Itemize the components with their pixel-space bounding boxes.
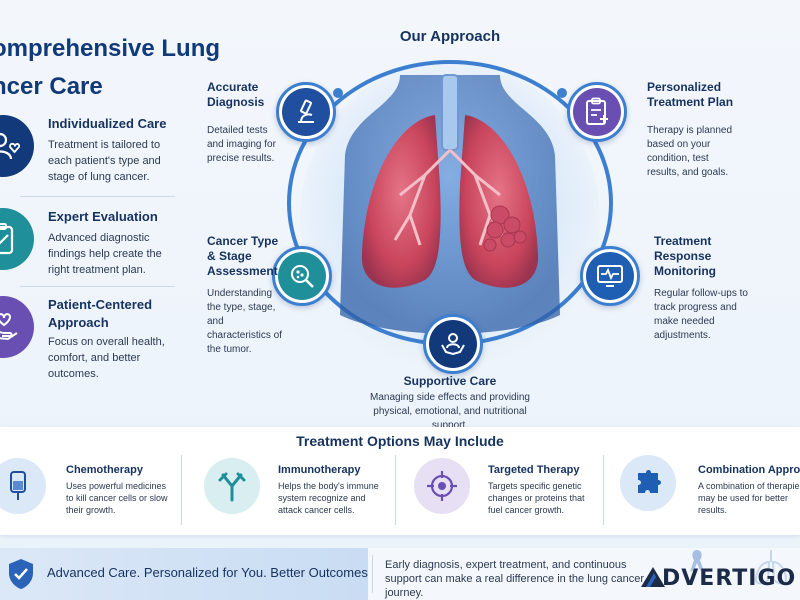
clipboard-plus-icon	[573, 88, 621, 136]
supportive-care-block: Supportive Care Managing side effects an…	[370, 374, 530, 431]
ribbon-icon	[688, 548, 706, 579]
separator	[372, 555, 373, 593]
target-icon	[414, 458, 470, 514]
footer-message-bar	[368, 548, 800, 600]
page-title: omprehensive Lung ncer Care	[0, 35, 221, 100]
treatment-plan-node	[567, 82, 627, 142]
monitoring-node	[580, 246, 640, 306]
option-chemotherapy: Chemotherapy Uses powerful medicines to …	[0, 458, 180, 528]
approach-title: Our Approach	[399, 28, 501, 45]
microscope-icon	[282, 88, 330, 136]
person-heart-icon	[0, 115, 34, 177]
stage-assessment-node	[272, 246, 332, 306]
supportive-care-node	[423, 314, 483, 374]
lungs-logo-icon	[752, 548, 790, 593]
antibody-icon	[204, 458, 260, 514]
brand-logo-mark	[640, 565, 666, 594]
left-item-individualized-care: Individualized Care Treatment is tailore…	[0, 115, 175, 205]
separator	[395, 455, 396, 525]
puzzle-icon	[620, 455, 676, 511]
left-item-expert-evaluation: Expert Evaluation Advanced diagnostic fi…	[0, 208, 175, 298]
footer-tagline-bar	[0, 548, 368, 600]
clipboard-check-icon	[0, 208, 34, 270]
separator	[603, 455, 604, 525]
magnifier-cells-icon	[278, 252, 326, 300]
option-combination-approach: Combination Approach A combination of th…	[618, 455, 800, 525]
accurate-diagnosis-block: Accurate Diagnosis Detailed tests and im…	[207, 80, 276, 164]
footer-tagline: Advanced Care. Personalized for You. Bet…	[47, 565, 372, 580]
brand-logo: DVERTIGO	[662, 566, 797, 591]
ring-dot	[333, 88, 343, 98]
hand-heart-icon	[0, 296, 34, 358]
hands-person-icon	[429, 320, 477, 368]
treatment-options-title: Treatment Options May Include	[296, 433, 504, 449]
lungs-illustration	[340, 74, 560, 334]
left-item-patient-centered: Patient-Centered Approach Focus on overa…	[0, 296, 175, 386]
diagnosis-node	[276, 82, 336, 142]
option-immunotherapy: Immunotherapy Helps the body's immune sy…	[200, 458, 395, 528]
divider	[20, 286, 175, 287]
ring-dot	[557, 88, 567, 98]
monitoring-block: Treatment Response Monitoring Regular fo…	[654, 234, 748, 341]
option-targeted-therapy: Targeted Therapy Targets specific geneti…	[410, 458, 600, 528]
separator	[181, 455, 182, 525]
divider	[20, 196, 175, 197]
treatment-plan-block: Personalized Treatment Plan Therapy is p…	[647, 80, 734, 178]
shield-check-icon	[6, 557, 36, 596]
footer-message: Early diagnosis, expert treatment, and c…	[385, 559, 645, 599]
iv-bag-icon	[0, 458, 46, 514]
stage-assessment-block: Cancer Type & Stage Assessment Understan…	[207, 234, 283, 355]
monitor-heartbeat-icon	[586, 252, 634, 300]
